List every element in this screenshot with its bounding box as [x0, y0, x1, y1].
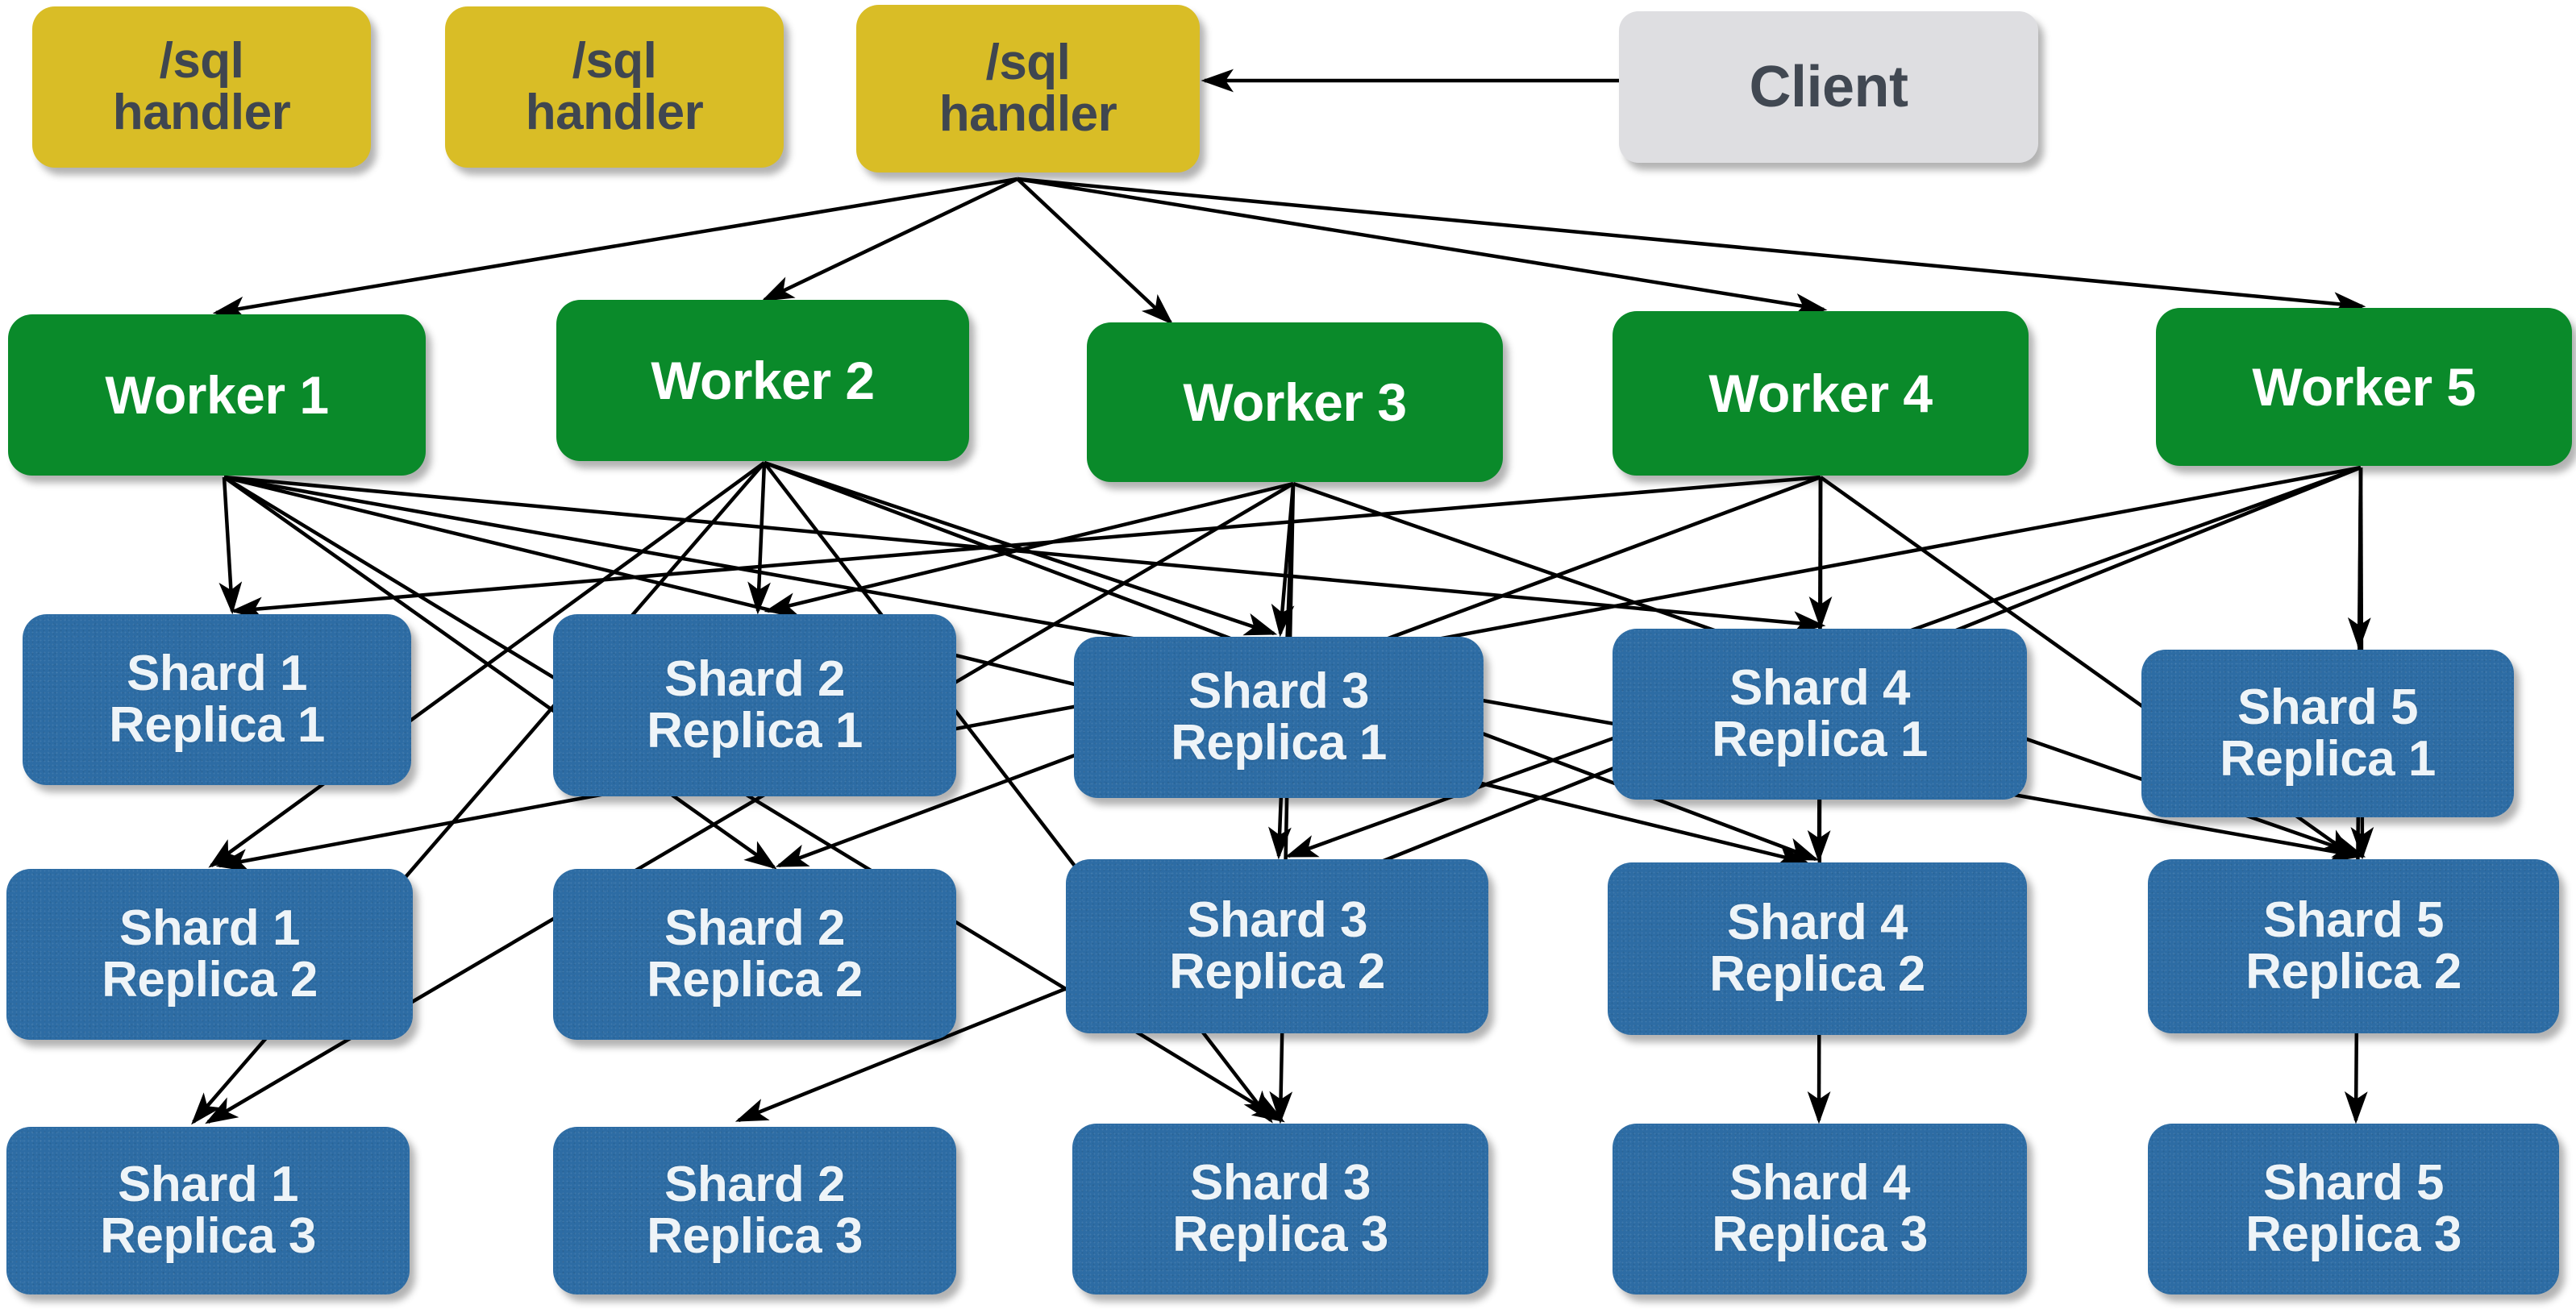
shard-5-replica-3-label: Shard 5 Replica 3	[2245, 1154, 2462, 1262]
edge-w1-s4r1	[223, 475, 1826, 635]
shard-4-replica-3-node[interactable]: Shard 4 Replica 3	[1613, 1124, 2027, 1294]
shard-1-replica-3-node[interactable]: Shard 1 Replica 3	[6, 1127, 410, 1294]
worker-2-label: Worker 2	[651, 350, 875, 410]
edge-w5-s5r1	[2347, 467, 2371, 650]
worker-4-label: Worker 4	[1708, 363, 1933, 423]
shard-4-replica-2-label: Shard 4 Replica 2	[1709, 894, 1925, 1002]
shard-4-replica-1-node[interactable]: Shard 4 Replica 1	[1613, 629, 2027, 800]
shard-5-replica-1-label: Shard 5 Replica 1	[2220, 679, 2436, 787]
shard-1-replica-1-node[interactable]: Shard 1 Replica 1	[23, 614, 411, 785]
worker-2-node[interactable]: Worker 2	[556, 300, 969, 461]
edge-handler3-worker1	[212, 177, 1018, 320]
shard-2-replica-2-node[interactable]: Shard 2 Replica 2	[553, 869, 956, 1040]
shard-2-replica-3-label: Shard 2 Replica 3	[647, 1156, 863, 1264]
edge-w4-s1r1	[230, 475, 1821, 621]
shard-3-replica-1-node[interactable]: Shard 3 Replica 1	[1074, 637, 1484, 798]
shard-4-replica-2-node[interactable]: Shard 4 Replica 2	[1608, 862, 2027, 1035]
worker-1-label: Worker 1	[105, 364, 329, 425]
edge-w2-s3r1	[764, 460, 1278, 636]
handler-2-label: /sql handler	[525, 32, 704, 140]
edge-handler3-worker4	[1017, 177, 1828, 317]
edge-handler3-worker5	[1017, 177, 2366, 315]
shard-5-replica-1-node[interactable]: Shard 5 Replica 1	[2141, 650, 2514, 817]
client-node[interactable]: Client	[1619, 11, 2038, 163]
shard-2-replica-1-node[interactable]: Shard 2 Replica 1	[553, 614, 956, 796]
shard-3-replica-1-label: Shard 3 Replica 1	[1171, 663, 1387, 771]
shard-1-replica-2-node[interactable]: Shard 1 Replica 2	[6, 869, 413, 1040]
worker-5-label: Worker 5	[2252, 356, 2476, 417]
shard-4-replica-1-label: Shard 4 Replica 1	[1712, 659, 1928, 767]
shard-4-replica-3-label: Shard 4 Replica 3	[1712, 1154, 1928, 1262]
shard-3-replica-2-node[interactable]: Shard 3 Replica 2	[1066, 859, 1488, 1033]
shard-3-replica-3-label: Shard 3 Replica 3	[1172, 1154, 1388, 1262]
shard-3-replica-3-node[interactable]: Shard 3 Replica 3	[1072, 1124, 1488, 1294]
edge-w1-s1r1	[218, 476, 243, 615]
worker-5-node[interactable]: Worker 5	[2156, 308, 2572, 466]
handler-3-node[interactable]: /sql handler	[856, 5, 1200, 172]
shard-5-replica-2-node[interactable]: Shard 5 Replica 2	[2148, 859, 2559, 1033]
worker-3-node[interactable]: Worker 3	[1087, 322, 1503, 482]
handler-3-label: /sql handler	[938, 34, 1117, 142]
edge-handler3-worker3	[1016, 177, 1174, 326]
shard-3-replica-2-label: Shard 3 Replica 2	[1169, 891, 1385, 999]
shard-2-replica-3-node[interactable]: Shard 2 Replica 3	[553, 1127, 956, 1294]
edge-w2-s2r1	[747, 462, 771, 615]
shard-1-replica-1-label: Shard 1 Replica 1	[109, 645, 325, 753]
handler-2-node[interactable]: /sql handler	[445, 6, 784, 168]
handler-1-label: /sql handler	[112, 32, 291, 140]
handler-1-node[interactable]: /sql handler	[32, 6, 371, 168]
edge-w3-s3r1	[1271, 483, 1296, 638]
shard-1-replica-2-label: Shard 1 Replica 2	[102, 900, 318, 1008]
worker-1-node[interactable]: Worker 1	[8, 314, 426, 476]
shard-2-replica-1-label: Shard 2 Replica 1	[647, 650, 863, 758]
worker-3-label: Worker 3	[1183, 372, 1407, 432]
shard-5-replica-3-node[interactable]: Shard 5 Replica 3	[2148, 1124, 2559, 1294]
shard-1-replica-3-label: Shard 1 Replica 3	[100, 1156, 316, 1264]
worker-4-node[interactable]: Worker 4	[1613, 311, 2029, 476]
edge-w5-s2r3	[735, 465, 2362, 1123]
edge-w3-s2r1	[764, 481, 1294, 616]
shard-5-replica-2-label: Shard 5 Replica 2	[2245, 891, 2462, 999]
client-label: Client	[1749, 54, 1908, 119]
shard-2-replica-2-label: Shard 2 Replica 2	[647, 900, 863, 1008]
edge-w1-s4r2b	[223, 475, 1810, 867]
edge-handler3-worker2	[760, 177, 1018, 302]
